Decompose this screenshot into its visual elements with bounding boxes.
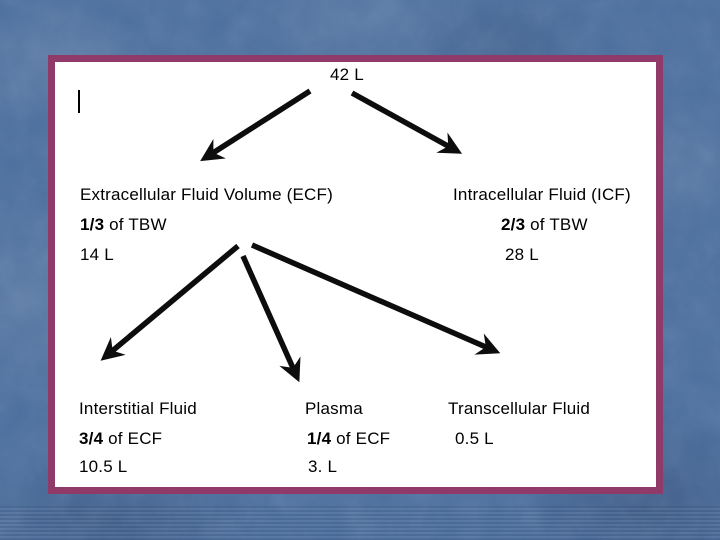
node-icf-title: Intracellular Fluid (ICF) (453, 185, 631, 204)
node-interstitial-title: Interstitial Fluid (79, 399, 197, 418)
interstitial-fraction-value: 3/4 (79, 429, 104, 448)
node-interstitial-volume: 10.5 L (79, 457, 128, 476)
ecf-fraction-value: 1/3 (80, 215, 105, 234)
node-plasma-fraction-line: 1/4 of ECF (307, 430, 390, 447)
node-icf-fraction-line: 2/3 of TBW (501, 216, 588, 233)
node-transcellular-volume: 0.5 L (455, 429, 494, 448)
node-plasma-title: Plasma (305, 399, 363, 418)
node-transcellular-title: Transcellular Fluid (448, 399, 591, 418)
arrow-ecf-to-transcellular (250, 242, 501, 355)
node-ecf-fraction-line: 1/3 of TBW (80, 216, 167, 233)
node-icf-volume: 28 L (505, 245, 539, 264)
plasma-fraction-value: 1/4 (307, 429, 332, 448)
icf-fraction-value: 2/3 (501, 215, 526, 234)
node-plasma-volume: 3. L (308, 457, 338, 476)
diagram-frame: 42 L Extracellular Fluid Volume (ECF) 1/… (48, 55, 663, 494)
node-tbw-volume: 42 L (330, 65, 364, 84)
arrow-ecf-to-interstitial (100, 243, 240, 361)
bottom-texture-band (0, 506, 720, 540)
node-interstitial-fraction-line: 3/4 of ECF (79, 430, 162, 447)
node-ecf-title: Extracellular Fluid Volume (ECF) (80, 185, 333, 204)
interstitial-fraction-rest: of ECF (103, 429, 163, 448)
arrow-ecf-to-plasma (240, 254, 301, 383)
diagram-arrows (100, 88, 501, 383)
ecf-fraction-rest: of TBW (104, 215, 167, 234)
text-cursor-mark (78, 90, 80, 113)
diagram-content: 42 L Extracellular Fluid Volume (ECF) 1/… (55, 62, 656, 487)
plasma-fraction-rest: of ECF (331, 429, 391, 448)
arrow-tbw-to-icf (350, 90, 463, 154)
node-ecf-volume: 14 L (80, 245, 114, 264)
arrow-tbw-to-ecf (200, 88, 312, 162)
icf-fraction-rest: of TBW (525, 215, 588, 234)
